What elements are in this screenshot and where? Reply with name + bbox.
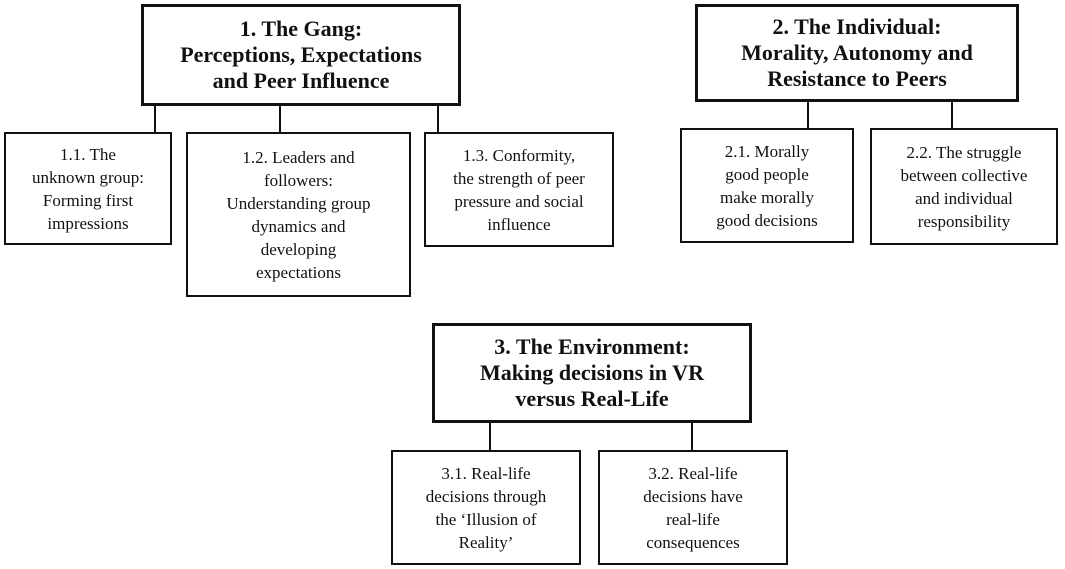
- subtheme-3-2-label: 3.2. Real-life decisions have real-life …: [643, 463, 743, 552]
- subtheme-1-2-box: 1.2. Leaders and followers: Understandin…: [186, 132, 411, 297]
- subtheme-3-2-box: 3.2. Real-life decisions have real-life …: [598, 450, 788, 565]
- subtheme-2-2-label: 2.2. The struggle between collective and…: [900, 142, 1028, 231]
- subtheme-2-1-box: 2.1. Morally good people make morally go…: [680, 128, 854, 243]
- theme-1-box: 1. The Gang: Perceptions, Expectations a…: [141, 4, 461, 106]
- subtheme-2-2-box: 2.2. The struggle between collective and…: [870, 128, 1058, 245]
- subtheme-3-1-label: 3.1. Real-life decisions through the ‘Il…: [425, 463, 547, 552]
- theme-2-box: 2. The Individual: Morality, Autonomy an…: [695, 4, 1019, 102]
- subtheme-1-2-label: 1.2. Leaders and followers: Understandin…: [226, 147, 371, 282]
- theme-3-title: 3. The Environment: Making decisions in …: [480, 334, 704, 411]
- subtheme-1-3-label: 1.3. Conformity, the strength of peer pr…: [453, 145, 585, 234]
- theme-3-box: 3. The Environment: Making decisions in …: [432, 323, 752, 423]
- subtheme-3-1-box: 3.1. Real-life decisions through the ‘Il…: [391, 450, 581, 565]
- subtheme-1-1-box: 1.1. The unknown group: Forming first im…: [4, 132, 172, 245]
- subtheme-1-1-label: 1.1. The unknown group: Forming first im…: [32, 144, 144, 233]
- theme-1-title: 1. The Gang: Perceptions, Expectations a…: [180, 16, 422, 93]
- subtheme-1-3-box: 1.3. Conformity, the strength of peer pr…: [424, 132, 614, 247]
- subtheme-2-1-label: 2.1. Morally good people make morally go…: [716, 141, 818, 230]
- theme-2-title: 2. The Individual: Morality, Autonomy an…: [741, 14, 973, 91]
